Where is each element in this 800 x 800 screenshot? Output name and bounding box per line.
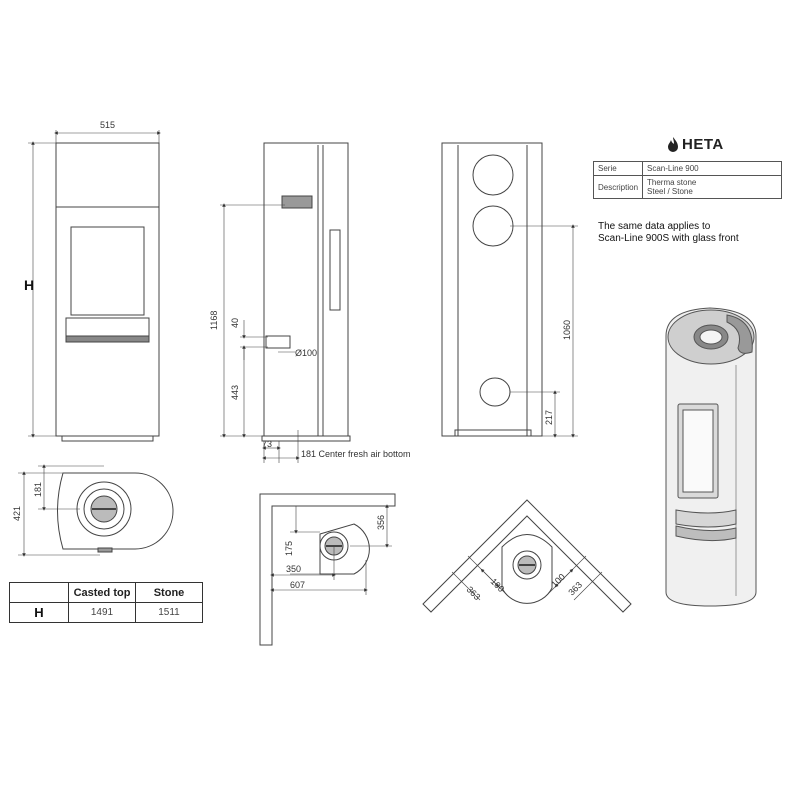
height-table-row: H 1491 1511 — [9, 602, 203, 623]
product-info-table: Serie Scan-Line 900 Description Therma s… — [592, 161, 783, 199]
row-label: H — [9, 602, 69, 623]
front-width-label: 515 — [100, 120, 115, 130]
applies-note: The same data applies to Scan-Line 900S … — [598, 221, 739, 244]
back-217-label: 217 — [544, 410, 554, 425]
side-view — [220, 142, 351, 463]
height-table-header: Casted top Stone — [9, 582, 203, 603]
header-stone: Stone — [135, 582, 203, 603]
front-view — [28, 130, 161, 442]
stove-3d-render — [665, 307, 757, 607]
side-181-label: 181 Center fresh air bottom — [301, 449, 411, 459]
info-value: Therma stone Steel / Stone — [642, 175, 783, 199]
info-key: Description — [592, 175, 644, 199]
wall-350-label: 350 — [286, 564, 301, 574]
info-row-description: Description Therma stone Steel / Stone — [592, 175, 783, 199]
info-key: Serie — [592, 161, 644, 176]
top-421-label: 421 — [12, 506, 22, 521]
corner-placement-view — [422, 499, 632, 613]
top-181-label: 181 — [33, 482, 43, 497]
info-row-serie: Serie Scan-Line 900 — [592, 161, 783, 176]
heta-logo: HETA — [667, 136, 724, 153]
top-view — [18, 464, 174, 557]
info-value: Scan-Line 900 — [642, 161, 783, 176]
stone-value: 1511 — [135, 602, 203, 623]
wall-607-label: 607 — [290, 580, 305, 590]
front-height-label: H — [24, 277, 34, 293]
back-1060-label: 1060 — [562, 320, 572, 340]
header-casted-top: Casted top — [68, 582, 136, 603]
back-view — [441, 142, 578, 438]
header-blank — [9, 582, 69, 603]
casted-top-value: 1491 — [68, 602, 136, 623]
side-1168-label: 1168 — [209, 311, 219, 330]
side-443-label: 443 — [230, 385, 240, 400]
side-40-label: 40 — [230, 318, 240, 328]
wall-placement-view — [259, 493, 396, 646]
side-73-label: 73 — [262, 439, 272, 449]
flame-icon — [668, 136, 678, 152]
height-table: Casted top Stone H 1491 1511 — [9, 582, 203, 623]
corner-363-right-label: 363 — [566, 580, 584, 598]
wall-175-label: 175 — [284, 541, 294, 556]
logo-text: HETA — [682, 136, 724, 153]
side-diameter-label: Ø100 — [295, 348, 317, 358]
wall-356-label: 356 — [376, 515, 386, 530]
